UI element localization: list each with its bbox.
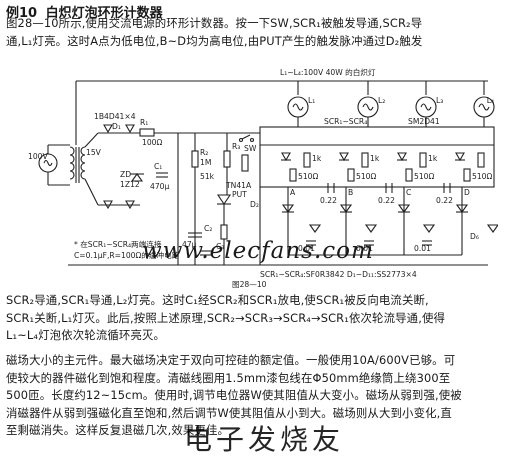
scr-part-label: SM2D41 [408, 117, 440, 126]
resistor-value: 510Ω [356, 172, 376, 181]
resistor-value: 51k [200, 172, 215, 181]
resistor-value: 1k [312, 154, 322, 163]
body-line: SCR₂导通,SCR₁导通,L₂灯亮。这时C₁经SCR₂和SCR₁放电,使SCR… [6, 293, 429, 307]
zener-part-label: 1Z12 [120, 180, 140, 189]
mains-voltage-label: 100V [28, 152, 48, 161]
node-label: D [464, 188, 470, 197]
resistor-value: 1k [370, 154, 380, 163]
diode-label: D₆ [470, 232, 479, 241]
zener-label: ZD [120, 170, 131, 179]
intro-line: 图28—10所示,使用交流电源的环形计数器。按一下SW,SCR₁被触发导通,SC… [6, 16, 423, 30]
capacitor-value: 0.01 [356, 244, 373, 253]
intro-line: 通,L₁灯亮。这时A点为低电位,B~D均为高电位,由PUT产生的触发脉冲通过D₂… [6, 33, 423, 48]
description-paragraph: SCR₂导通,SCR₁导通,L₂灯亮。这时C₁经SCR₂和SCR₁放电,使SCR… [6, 292, 506, 345]
lamp-label: L₄ [487, 96, 494, 105]
resistor-value: 510Ω [414, 172, 434, 181]
put-label: PUT [232, 190, 247, 199]
resistor-label: R₁ [140, 118, 148, 127]
circuit-diagram: L₁~L₄:100V 40W 的白炽灯 L₁ L₂ L₃ L₄ SCR₁~SCR… [28, 67, 498, 289]
scr-group-label: SCR₁~SCR₄ [324, 117, 367, 126]
resistor-value: 1k [428, 154, 438, 163]
example-number: 例10 [6, 6, 38, 21]
body-line: 至剩磁消失。这样反复退磁几次,效果更佳。 [6, 423, 230, 437]
snubber-note: C=0.1μF,R=100Ω的缓冲电路 [74, 250, 180, 260]
parts-list: SCR₁~SCR₄:SF0R3842 D₁~D₁₁:SS2773×4 [260, 270, 417, 279]
body-line: 磁场大小的主元件。最大磁场决定于双向可控硅的额定值。一般使用10A/600V已够… [6, 353, 456, 367]
node-label: A [290, 188, 296, 197]
example-heading: 例10 白炽灯泡环形计数器 [6, 2, 163, 21]
node-label: C [406, 188, 411, 197]
snubber-note: * 在SCR₁~SCR₄两端连接 [74, 239, 162, 249]
capacitor-value: 0.22 [436, 196, 453, 205]
capacitor-value: 47μ [182, 240, 197, 249]
put-part-label: TN41A [225, 181, 252, 190]
body-line: 使较大的器件磁化到饱和程度。清磁线圈用1.5mm漆包线在Φ50mm绝缘筒上绕30… [6, 370, 451, 385]
watermark-url: www.elecfans.com [142, 238, 374, 264]
body-line: 消磁器件从弱到强磁化直至饱和,然后调节W使其阻值从小到大。磁场则从大到小变化,直 [6, 405, 452, 420]
transformer-voltage-label: 15V [86, 148, 102, 157]
capacitor-label: C₂ [204, 224, 212, 233]
body-line: L₁~L₄灯泡依次轮流循环亮灭。 [6, 328, 166, 342]
switch-label: SW [244, 144, 257, 153]
capacitor-label: C₁ [154, 162, 162, 171]
watermark-brand: 电子发烧友 [184, 423, 345, 456]
bridge-label: 1B4D41×4 [94, 112, 136, 121]
capacitor-label: C₃ [216, 242, 224, 251]
resistor-value: 510Ω [472, 172, 492, 181]
intro-paragraph: 图28—10所示,使用交流电源的环形计数器。按一下SW,SCR₁被触发导通,SC… [6, 15, 506, 50]
lamp-note: L₁~L₄:100V 40W 的白炽灯 [280, 67, 376, 77]
body-line: SCR₁关断,L₁灯灭。此后,按照上述原理,SCR₂→SCR₃→SCR₄→SCR… [6, 310, 446, 325]
lamp-label: L₁ [308, 96, 315, 105]
resistor-value: 510Ω [298, 172, 318, 181]
example-title: 白炽灯泡环形计数器 [45, 6, 163, 21]
lamp-label: L₃ [436, 96, 443, 105]
capacitor-value: 0.01 [414, 244, 431, 253]
lamp-label: L₂ [378, 96, 385, 105]
diode-label: D₁ [112, 122, 121, 131]
resistor-value: 100Ω [142, 138, 162, 147]
capacitor-value: 0.22 [320, 196, 337, 205]
resistor-label: R₃ [232, 142, 240, 151]
capacitor-value: 470μ [150, 182, 169, 191]
degaussing-paragraph: 磁场大小的主元件。最大磁场决定于双向可控硅的额定值。一般使用10A/600V已够… [6, 352, 506, 440]
resistor-label: R₂ [200, 148, 208, 157]
diode-label: D₂ [250, 200, 259, 209]
body-line: 500匝。长度约12~15cm。使用时,调节电位器W使其阻值从大变小。磁场从弱到… [6, 388, 462, 402]
capacitor-value: 0.01 [298, 244, 315, 253]
resistor-value: 1M [200, 158, 211, 167]
node-label: B [348, 188, 353, 197]
capacitor-value: 0.22 [378, 196, 395, 205]
figure-caption: 图28—10 [232, 280, 267, 289]
